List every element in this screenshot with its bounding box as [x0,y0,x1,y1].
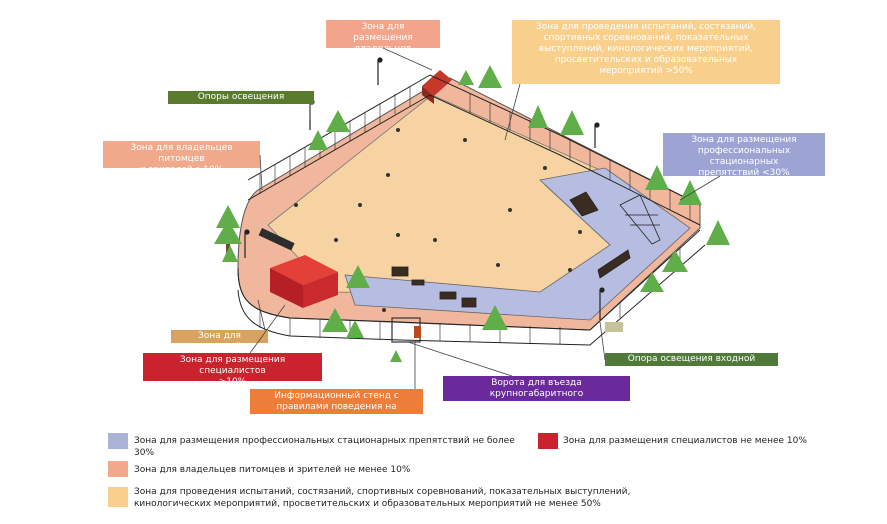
callout-info-stand: Информационный стенд с правилами поведен… [250,389,423,423]
specialists-tent [270,255,338,308]
legend-label-pro-obstacles: Зона для размещения профессиональных ста… [134,436,515,458]
people [294,128,582,312]
entrance-bench [605,322,623,332]
callout-trials-zone: Зона для проведения испытаний, состязани… [512,20,780,84]
bench [258,228,295,251]
legend-swatch-specialists [538,433,558,449]
callout-viewers-zone: Зона для зрителей [171,330,268,352]
callout-owners-zone: Зона для размещения владельцев [326,20,440,54]
legend-swatch-trials [108,487,128,507]
legend-label-owners-viewers: Зона для владельцев питомцев и зрителей … [134,465,411,475]
callout-gate: Ворота для въезда крупногабаритного тран… [443,376,630,410]
owners-booth [422,70,452,104]
callout-pet-owners-viewers: Зона для владельцев питомцев и зрителей … [103,141,260,175]
info-stand [414,326,421,338]
legend-label-specialists: Зона для размещения специалистов не мене… [563,436,807,446]
legend-swatch-owners-viewers [108,461,128,477]
pro-obstacles-zone [344,167,691,321]
legend-label-trials: Зона для проведения испытаний, состязани… [134,487,631,509]
callout-specialists: Зона для размещения специалистов >10% [143,353,322,387]
obstacles [391,191,661,308]
callout-lighting-supports: Опоры освещения площадки [168,91,314,113]
callout-pro-obstacles: Зона для размещения профессиональных ста… [663,133,825,178]
legend-swatch-pro-obstacles [108,433,128,449]
callout-entrance-lighting: Опора освещения входной группы [605,353,778,375]
trees [214,65,730,362]
